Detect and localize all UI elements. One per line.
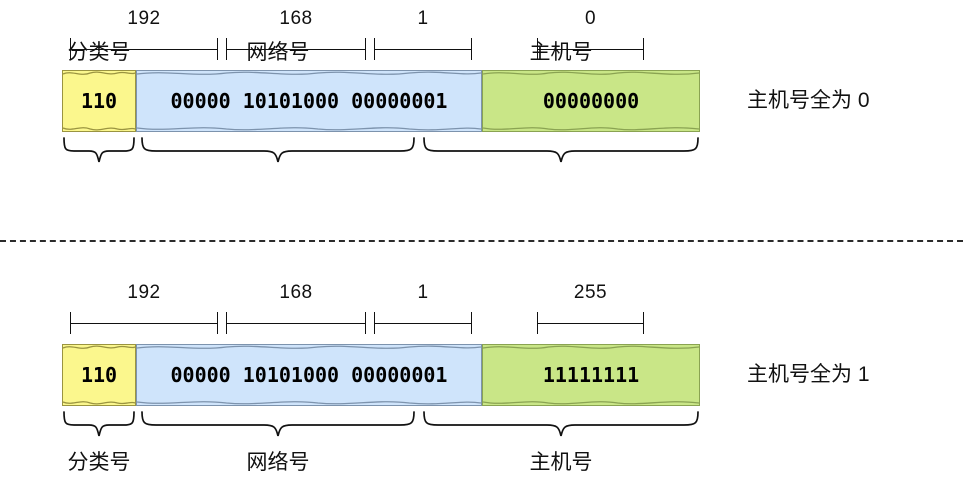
brace-class [62, 410, 136, 444]
rule-cap-left [537, 38, 538, 60]
network-bits-value: 00000 10101000 00000001 [170, 363, 448, 387]
rule-cap-right [365, 38, 366, 60]
wavy-edge-bottom-icon [63, 401, 135, 405]
brace-label-host: 主机号 [529, 451, 593, 474]
dimension-rule [374, 38, 472, 60]
segment-host-bits: 00000000 [482, 70, 700, 132]
rule-cap-right [643, 38, 644, 60]
octet-label-2: 168 [279, 282, 313, 303]
wavy-edge-bottom-icon [483, 401, 699, 405]
octet-dimension-4: 255 [537, 282, 644, 334]
rule-cap-right [471, 38, 472, 60]
brace-network [140, 410, 416, 444]
rule-cap-left [70, 38, 71, 60]
curly-brace-icon [423, 137, 699, 163]
octet-ruler: 192 168 1 0 [0, 8, 963, 63]
dimension-rule [226, 312, 366, 334]
segment-host-bits: 11111111 [482, 344, 700, 406]
wavy-edge-top-icon [483, 345, 699, 349]
rule-cap-left [374, 312, 375, 334]
octet-label-2: 168 [279, 8, 313, 29]
brace-label-class: 分类号 [67, 41, 131, 64]
segment-network-bits: 00000 10101000 00000001 [136, 344, 482, 406]
host-bits-value: 00000000 [542, 89, 640, 113]
octet-dimension-1: 192 [70, 8, 218, 60]
dimension-rule [70, 312, 218, 334]
wavy-edge-bottom-icon [483, 127, 699, 131]
octet-dimension-4: 0 [537, 8, 644, 60]
dimension-rule [537, 38, 644, 60]
brace-label-network: 网络号 [246, 451, 310, 474]
rule-cap-left [226, 38, 227, 60]
rule-cap-left [374, 38, 375, 60]
side-note-host-all-ones: 主机号全为 1 [747, 363, 870, 386]
octet-label-1: 192 [127, 8, 161, 29]
dimension-rule [226, 38, 366, 60]
segment-class-bits: 110 [62, 70, 136, 132]
rule-cap-right [217, 312, 218, 334]
rule-cap-right [217, 38, 218, 60]
wavy-edge-bottom-icon [63, 127, 135, 131]
rule-line [227, 49, 365, 50]
rule-cap-left [226, 312, 227, 334]
curly-brace-icon [141, 137, 415, 163]
dimension-rule [537, 312, 644, 334]
octet-label-3: 1 [417, 282, 429, 303]
wavy-edge-top-icon [137, 345, 481, 349]
wavy-edge-bottom-icon [137, 127, 481, 131]
octet-label-4: 255 [573, 282, 608, 303]
rule-line [375, 323, 471, 324]
octet-dimension-2: 168 [226, 8, 366, 60]
rule-cap-left [537, 312, 538, 334]
panel-host-all-zeros: 192 168 1 0 [0, 8, 963, 170]
wavy-edge-top-icon [63, 71, 135, 75]
octet-dimension-2: 168 [226, 282, 366, 334]
wavy-edge-top-icon [63, 345, 135, 349]
brace-class [62, 136, 136, 170]
curly-brace-icon [141, 411, 415, 437]
brace-network [140, 136, 416, 170]
curly-brace-icon [423, 411, 699, 437]
host-bits-value: 11111111 [542, 363, 640, 387]
rule-line [538, 323, 643, 324]
segment-network-bits: 00000 10101000 00000001 [136, 70, 482, 132]
brace-host [422, 136, 700, 170]
wavy-edge-bottom-icon [137, 401, 481, 405]
wavy-edge-top-icon [483, 71, 699, 75]
curly-brace-icon [63, 411, 135, 437]
rule-line [227, 323, 365, 324]
panel-host-all-ones: 192 168 1 255 [0, 242, 963, 485]
octet-dimension-3: 1 [374, 8, 472, 60]
octet-label-4: 0 [584, 8, 597, 29]
brace-host [422, 410, 700, 444]
rule-cap-right [471, 312, 472, 334]
rule-cap-right [365, 312, 366, 334]
rule-cap-right [643, 312, 644, 334]
octet-label-3: 1 [417, 8, 429, 29]
wavy-edge-top-icon [137, 71, 481, 75]
octet-dimension-3: 1 [374, 282, 472, 334]
network-bits-value: 00000 10101000 00000001 [170, 89, 448, 113]
segment-class-bits: 110 [62, 344, 136, 406]
rule-line [375, 49, 471, 50]
rule-line [71, 49, 217, 50]
octet-ruler: 192 168 1 255 [0, 282, 963, 337]
brace-label-network: 网络号 [246, 41, 310, 64]
rule-cap-left [70, 312, 71, 334]
dimension-rule [374, 312, 472, 334]
panel-separator [0, 240, 963, 242]
octet-dimension-1: 192 [70, 282, 218, 334]
dimension-rule [70, 38, 218, 60]
brace-label-class: 分类号 [67, 451, 131, 474]
class-bits-value: 110 [80, 89, 118, 113]
ip-address-bar: 110 00000 10101000 00000001 00000000 [62, 70, 700, 132]
rule-line [71, 323, 217, 324]
curly-brace-icon [63, 137, 135, 163]
brace-label-host: 主机号 [529, 41, 593, 64]
rule-line [538, 49, 643, 50]
octet-label-1: 192 [127, 282, 161, 303]
side-note-host-all-zeros: 主机号全为 0 [747, 89, 870, 112]
class-bits-value: 110 [80, 363, 118, 387]
ip-address-bar: 110 00000 10101000 00000001 11111111 [62, 344, 700, 406]
